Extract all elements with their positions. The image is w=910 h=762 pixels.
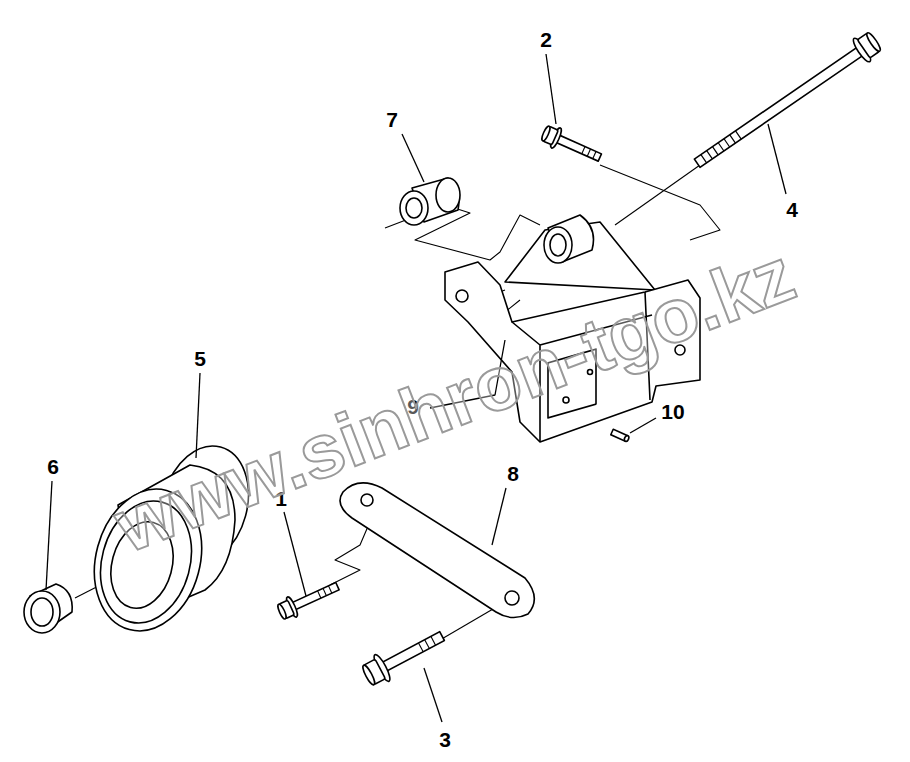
callout-number: 7 bbox=[386, 109, 398, 130]
bolt bbox=[539, 122, 604, 167]
bolt bbox=[359, 623, 449, 690]
watermark: www.sinhron-tgo.kz bbox=[106, 236, 805, 565]
pin bbox=[611, 429, 630, 442]
callout-number: 4 bbox=[786, 199, 798, 220]
callout-number: 6 bbox=[47, 456, 59, 477]
bolt bbox=[275, 576, 342, 622]
spacer bbox=[400, 178, 460, 225]
callout-number: 2 bbox=[540, 29, 552, 50]
callout-number: 5 bbox=[194, 348, 206, 369]
callout-number: 8 bbox=[507, 463, 519, 484]
long-bolt bbox=[689, 29, 884, 175]
link-plate bbox=[340, 483, 534, 618]
callout-number: 10 bbox=[661, 401, 684, 422]
callout-number: 3 bbox=[439, 729, 451, 750]
cap bbox=[24, 584, 72, 633]
